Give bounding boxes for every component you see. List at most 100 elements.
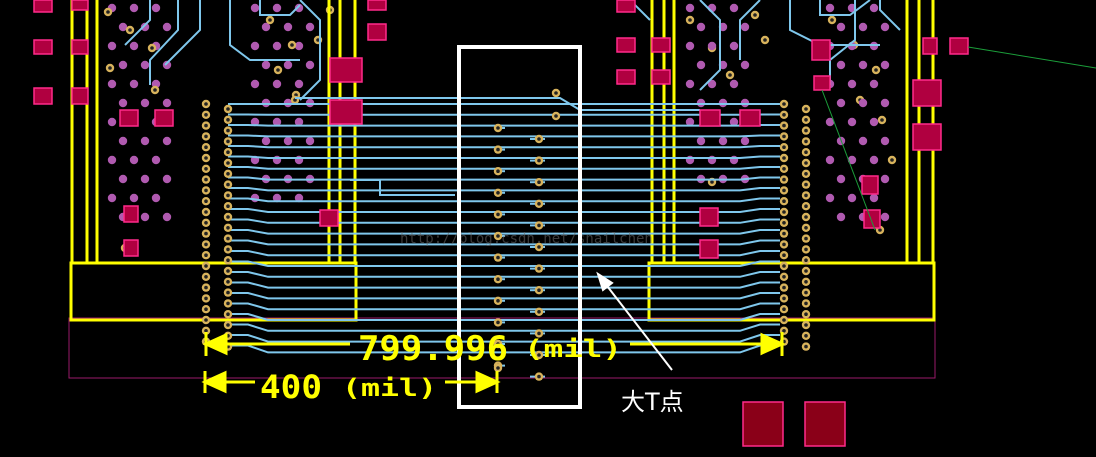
bga-ball-icon [858,136,868,146]
right-connector-outline [647,261,936,322]
smd-pad-icon [651,69,671,85]
smd-pad-icon [123,205,139,223]
ratsnest-line-2 [821,89,876,231]
bga-ball-icon [729,41,739,51]
bga-ball-icon [847,79,857,89]
smd-pad-icon [811,39,831,61]
bga-ball-icon [847,155,857,165]
bga-ball-icon [729,79,739,89]
smd-pad-icon [33,0,53,13]
bga-ball-icon [129,155,139,165]
dimension-short-unit: (mil) [342,374,437,402]
bga-ball-icon [118,60,128,70]
bga-ball-icon [869,79,879,89]
smd-pad-icon [154,109,174,127]
bga-ball-icon [162,174,172,184]
bga-ball-icon [880,174,890,184]
bus-trace [228,260,780,267]
bus-trace [228,239,780,246]
bga-ball-icon [140,136,150,146]
bga-ball-icon [261,60,271,70]
smd-pad-icon [922,37,938,55]
bus-trace [228,134,780,138]
t-point-highlight-box[interactable] [457,45,582,409]
bga-ball-icon [261,136,271,146]
bga-ball-icon [294,193,304,203]
smd-pad-icon [861,175,879,195]
bga-ball-icon [250,193,260,203]
bga-ball-icon [272,3,282,13]
bga-ball-icon [129,3,139,13]
bottom-pad-2 [804,401,846,447]
fanout-trace [164,0,201,66]
bga-ball-icon [140,212,150,222]
bga-ball-icon [305,60,315,70]
bus-trace [228,145,780,149]
bus-trace [228,218,780,224]
bga-ball-icon [151,3,161,13]
bga-ball-icon [836,174,846,184]
bus-trace [228,124,780,127]
smd-pad-icon [912,123,942,151]
bga-ball-icon [283,22,293,32]
ratsnest-line [967,46,1096,69]
dimension-short [201,370,501,394]
bga-ball-icon [847,117,857,127]
bga-ball-icon [869,117,879,127]
bus-trace [228,302,780,311]
dimension-long-unit: (mil) [524,335,622,363]
bga-ball-icon [847,193,857,203]
bga-ball-icon [880,98,890,108]
smd-pad-icon [123,239,139,257]
bga-ball-icon [869,155,879,165]
smd-pad-icon [367,23,387,41]
dimension-long [202,332,786,356]
bga-ball-icon [685,41,695,51]
bga-ball-icon [107,193,117,203]
bga-ball-icon [162,98,172,108]
bga-ball-icon [107,79,117,89]
bus-trace [228,176,780,181]
bga-ball-icon [140,98,150,108]
smd-pads [33,0,969,259]
via-array [201,88,811,381]
bga-ball-icon [283,136,293,146]
bus-trace [228,323,780,332]
bga-ball-icon [250,41,260,51]
bus-trace [228,187,780,192]
fanout-trace [879,0,901,31]
bus-trace [228,208,780,213]
bga-ball-icon [305,22,315,32]
bga-ball-icon [729,3,739,13]
smd-pad-icon [699,239,719,259]
bga-ball-icon [107,41,117,51]
bga-ball-icon [740,60,750,70]
watermark-text: http://blog.csdn.net/snailchen [400,231,653,247]
t-point-label: 大T点 [621,388,684,416]
bga-ball-icon [825,3,835,13]
smd-pad-icon [71,0,89,11]
smd-pad-icon [813,75,831,91]
smd-pad-icon [33,87,53,105]
bga-ball-icon [118,136,128,146]
bga-ball-icon [836,60,846,70]
bga-ball-icon [151,155,161,165]
bga-ball-icon [707,41,717,51]
bga-ball-icon [294,3,304,13]
bus-trace [228,155,780,159]
bga-ball-icon [283,60,293,70]
bga-ball-icon [272,79,282,89]
bga-ball-icon [740,136,750,146]
bus-trace [228,197,780,203]
board-edge-outline [68,317,936,379]
bga-ball-icon [880,212,890,222]
bga-ball-icon [729,117,739,127]
bus-trace [228,271,780,278]
bus-trace [228,229,780,235]
bga-ball-icon [707,79,717,89]
bga-ball-icon [696,136,706,146]
bus-trace [295,97,700,111]
fanout-trace [124,0,151,46]
smd-pad-icon [119,109,139,127]
